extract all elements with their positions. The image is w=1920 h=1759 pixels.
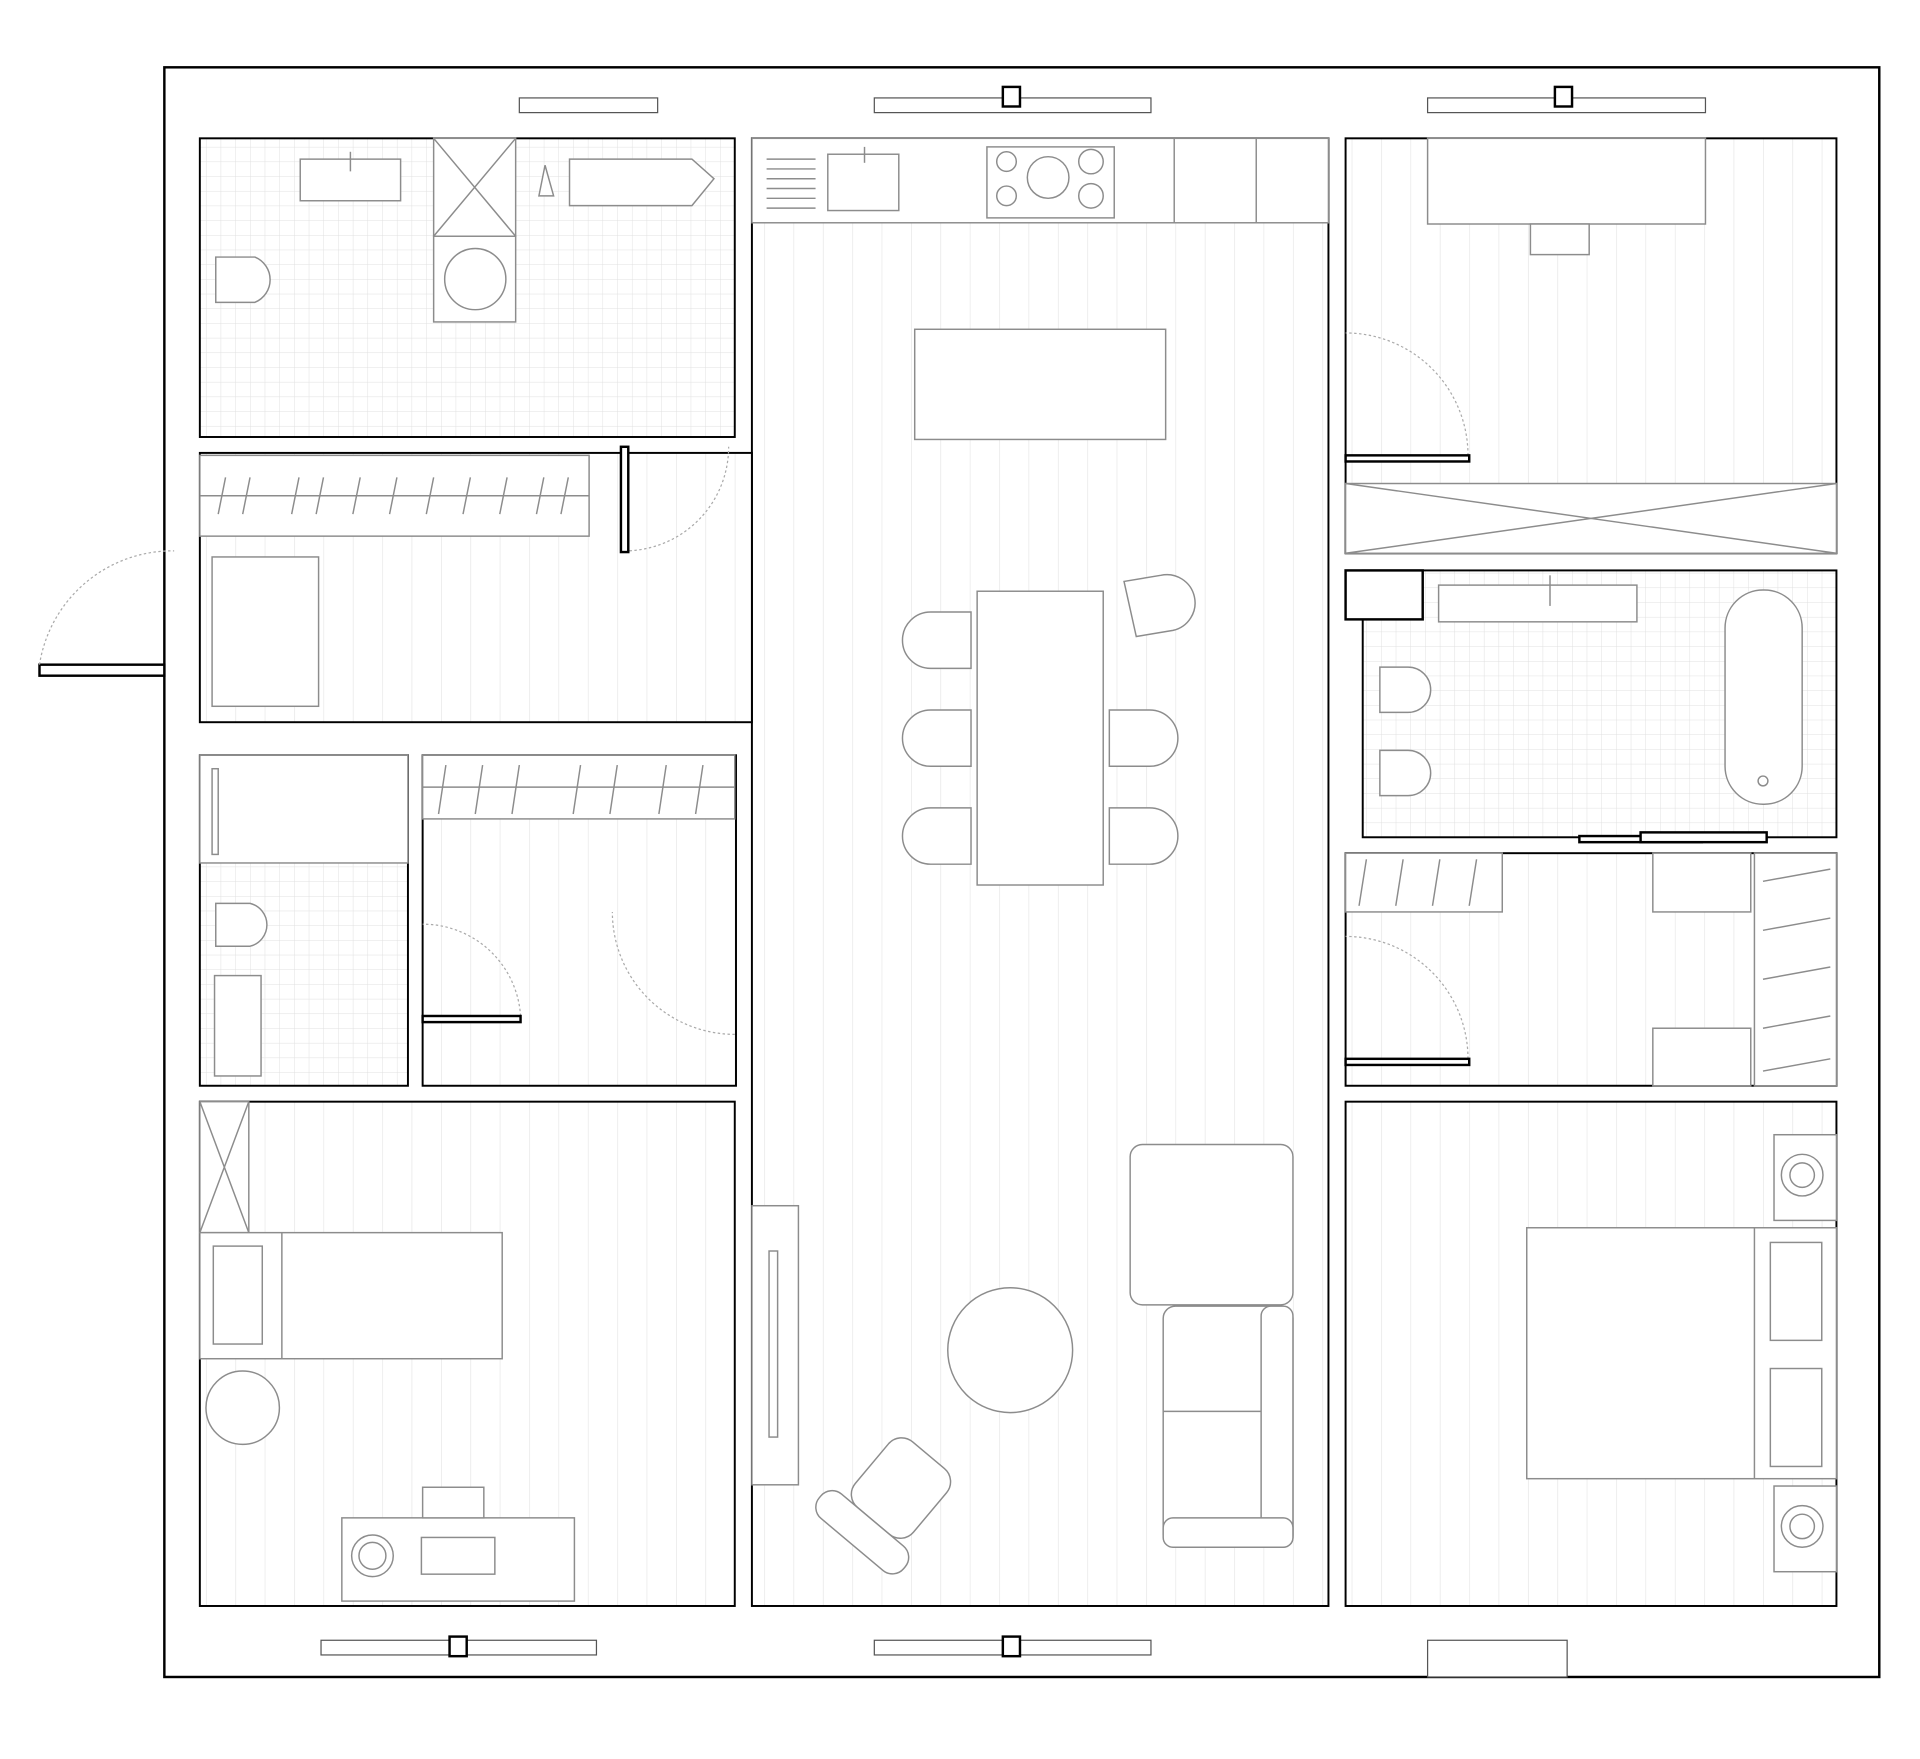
sofa: [1162, 1305, 1294, 1548]
bathroom-fixtures-small: [199, 754, 409, 1077]
kitchen-island: [913, 328, 1167, 441]
bedroom-top-right-furniture: [1344, 137, 1838, 555]
entrance-bench: [211, 556, 320, 708]
dining-set: [901, 573, 1196, 886]
kitchen-counter: [751, 137, 1330, 224]
entrance-door[interactable]: [38, 550, 175, 677]
bedroom-left-furniture: [199, 1100, 576, 1602]
doors[interactable]: [421, 332, 1768, 1067]
ottoman: [1129, 1143, 1294, 1306]
bathroom-fixtures-right: [1344, 569, 1803, 805]
bathtub: [1724, 589, 1803, 805]
bedroom-right-furniture: [1526, 1133, 1838, 1573]
armchair: [815, 1437, 952, 1575]
coffee-table: [947, 1286, 1074, 1414]
living-furniture: [751, 1143, 1294, 1575]
wardrobes: [199, 454, 1838, 1087]
bathroom-fixtures-top-left: [215, 137, 715, 323]
windows: [320, 85, 1707, 1678]
dining-table: [976, 590, 1104, 886]
